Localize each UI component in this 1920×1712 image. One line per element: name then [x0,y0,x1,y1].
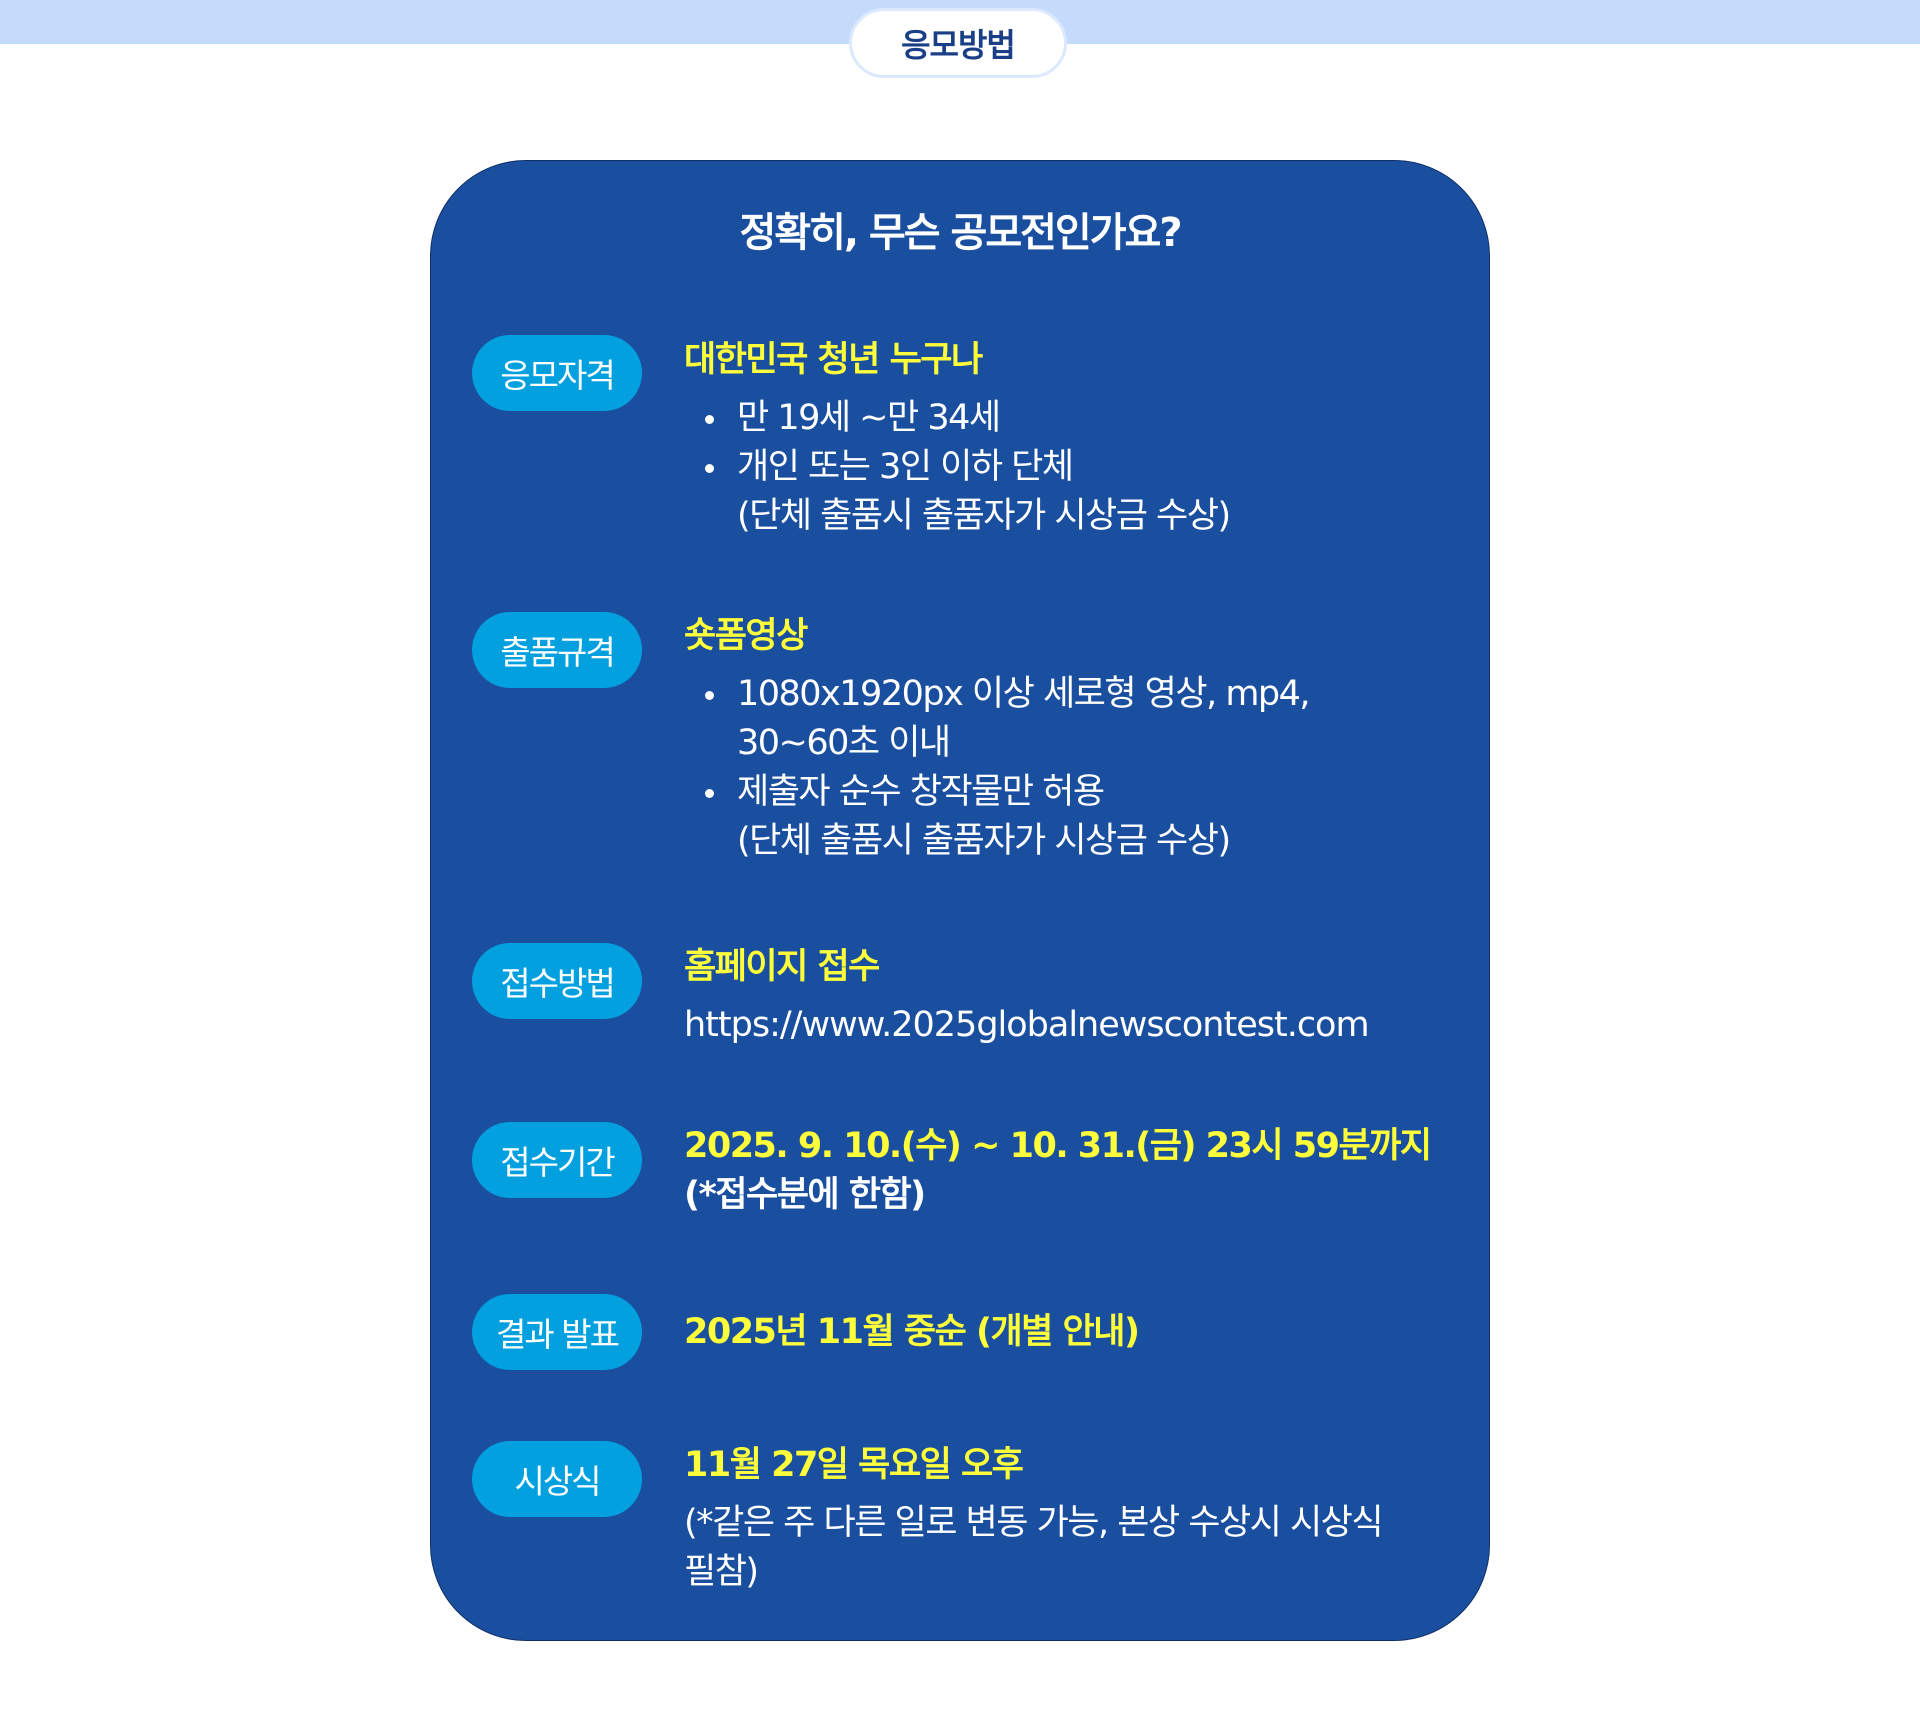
results-headline: 2025년 11월 중순 (개별 안내) [684,1312,1140,1352]
label-results: 결과 발표 [472,1294,642,1370]
list-item: 개인 또는 3인 이하 단체 [684,443,1444,492]
label-format: 출품규격 [472,612,642,688]
label-ceremony: 시상식 [472,1441,642,1517]
period-content: 2025. 9. 10.(수) ~ 10. 31.(금) 23시 59분까지 (… [684,1122,1444,1220]
bullet-text: 1080x1920px 이상 세로형 영상, mp4, [737,674,1311,714]
homepage-link[interactable]: https://www.2025globalnewscontest.com [684,1005,1370,1045]
card-title: 정확히, 무슨 공모전인가요? [739,210,1182,256]
results-content: 2025년 11월 중순 (개별 안내) [684,1308,1444,1357]
ceremony-note: (*같은 주 다른 일로 변동 가능, 본상 수상시 시상식 필참) [684,1503,1384,1592]
label-submission-period: 접수기간 [472,1122,642,1198]
format-note: (단체 출품시 출품자가 시상금 수상) [737,821,1231,861]
period-note: (*접수분에 한함) [684,1175,926,1215]
submission-content: 홈페이지 접수 https://www.2025globalnewscontes… [684,943,1444,1050]
list-item: 만 19세 ~만 34세 [684,394,1444,443]
list-item: 제출자 순수 창작물만 허용 [684,768,1444,817]
ceremony-headline: 11월 27일 목요일 오후 [684,1445,1024,1485]
submission-headline: 홈페이지 접수 [684,947,880,987]
format-content: 숏폼영상 1080x1920px 이상 세로형 영상, mp4, 30~60초 이… [684,612,1444,866]
format-headline: 숏폼영상 [684,616,808,656]
eligibility-headline: 대한민국 청년 누구나 [684,340,983,380]
label-submission-method: 접수방법 [472,943,642,1019]
period-headline: 2025. 9. 10.(수) ~ 10. 31.(금) 23시 59분까지 [684,1126,1432,1166]
eligibility-note: (단체 출품시 출품자가 시상금 수상) [737,496,1231,536]
list-item: 1080x1920px 이상 세로형 영상, mp4, 30~60초 이내 [684,670,1444,768]
bullet-text-cont: 30~60초 이내 [737,723,951,763]
ceremony-content: 11월 27일 목요일 오후 (*같은 주 다른 일로 변동 가능, 본상 수상… [684,1441,1414,1597]
label-eligibility: 응모자격 [472,335,642,411]
tab-apply-method[interactable]: 응모방법 [849,8,1067,78]
eligibility-content: 대한민국 청년 누구나 만 19세 ~만 34세 개인 또는 3인 이하 단체 … [684,336,1444,541]
